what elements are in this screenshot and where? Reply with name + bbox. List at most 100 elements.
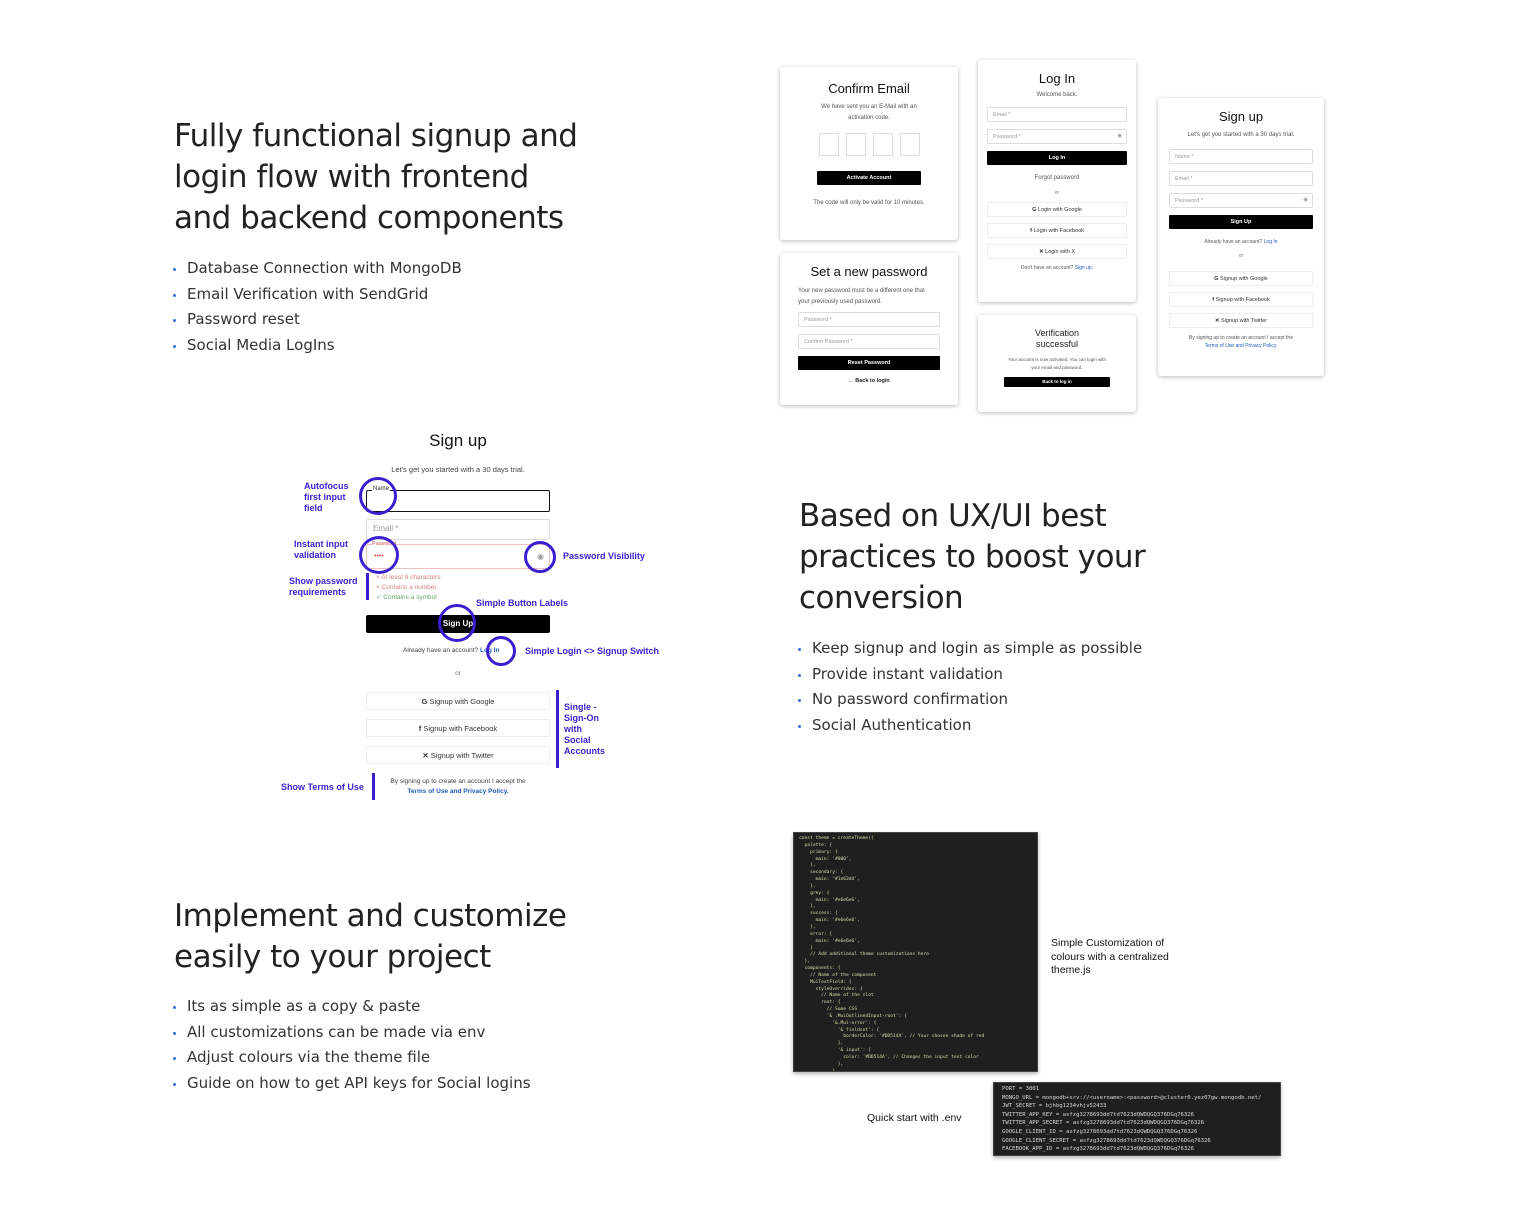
x-icon: ✕ (422, 751, 431, 760)
signup-button[interactable]: Sign Up (1169, 215, 1313, 229)
requirement-item: × At least 8 characters (376, 574, 441, 581)
signup-switch: Don't have an account? Sign up. (1020, 265, 1094, 271)
annotation-password-requirements: Show password requirements (289, 576, 358, 597)
terms-link[interactable]: Terms of Use and Privacy Policy. (407, 788, 509, 795)
login-x-button[interactable]: ✕ Login with X (987, 244, 1127, 259)
list-item: All customizations can be made via env (173, 1020, 531, 1046)
google-icon: G (421, 697, 430, 706)
login-facebook-button[interactable]: f Login with Facebook (987, 223, 1127, 238)
signup-facebook-button[interactable]: f Signup with Facebook (1169, 292, 1313, 307)
list-item: Keep signup and login as simple as possi… (798, 636, 1142, 662)
password-input[interactable]: Password *◉ (987, 129, 1127, 144)
signup-subtitle: Let's get you started with a 30 days tri… (391, 465, 525, 474)
eye-icon[interactable]: ◉ (1303, 197, 1308, 203)
card-text: Your account is now activated. You can l… (1008, 357, 1106, 370)
card-subtitle: Let's get you started with a 30 days tri… (1187, 132, 1295, 138)
list-item: Password reset (173, 307, 462, 333)
terms-link[interactable]: Terms of Use and Privacy Policy. (1204, 343, 1278, 349)
code-inputs (780, 133, 958, 156)
list-item: Provide instant validation (798, 662, 1142, 688)
back-to-login-link[interactable]: ← Back to login (848, 378, 890, 384)
login-link[interactable]: Log In (1263, 239, 1278, 245)
facebook-icon: f (1212, 297, 1216, 303)
annotation-button-labels: Simple Button Labels (476, 598, 569, 608)
arrow-left-icon: ← (848, 378, 856, 384)
divider-or: or (1238, 253, 1244, 259)
name-input[interactable]: Name * (1169, 149, 1313, 164)
annotation-sso: Single - Sign-On with Social Accounts (564, 702, 606, 756)
login-button[interactable]: Log In (987, 151, 1127, 165)
eye-icon[interactable]: ◉ (1117, 133, 1122, 139)
login-google-button[interactable]: G Login with Google (987, 202, 1127, 217)
list-item: Guide on how to get API keys for Social … (173, 1071, 531, 1097)
card-title: Confirm Email (828, 81, 910, 96)
google-icon: G (1032, 207, 1038, 213)
password-input[interactable]: Password *◉ (1169, 193, 1313, 208)
terms-text: By signing up to create an account I acc… (1158, 334, 1324, 350)
card-text: Your new password must be a different on… (798, 288, 925, 305)
code-digit-input[interactable] (872, 133, 893, 156)
signup-title: Sign up (429, 431, 487, 450)
back-to-login-button[interactable]: Back to log in (1004, 377, 1110, 387)
code-validity-note: The code will only be valid for 10 minut… (813, 200, 925, 206)
password-input[interactable]: Password * (798, 312, 940, 327)
list-item: Email Verification with SendGrid (173, 282, 462, 308)
signup-google-button[interactable]: G Signup with Google (366, 692, 550, 710)
facebook-icon: f (418, 724, 424, 733)
code-text: PORT = 3001 MONGO_URL = mongodb+srv://<u… (1002, 1086, 1262, 1153)
highlight-bar (556, 690, 559, 768)
password-requirements: × At least 8 characters × Contains a num… (376, 573, 441, 603)
annotation-login-switch: Simple Login <> Signup Switch (525, 646, 660, 656)
highlight-circle (438, 604, 476, 642)
forgot-password-link[interactable]: Forgot password (1034, 175, 1080, 181)
env-caption: Quick start with .env (867, 1112, 962, 1124)
activate-account-button[interactable]: Activate Account (817, 171, 921, 185)
list-item: Database Connection with MongoDB (173, 256, 462, 282)
card-title: Set a new password (810, 264, 928, 279)
list-item: Adjust colours via the theme file (173, 1045, 531, 1071)
signup-twitter-button[interactable]: ✕ Signup with Twitter (366, 746, 550, 764)
reset-password-card: Set a new password Your new password mus… (780, 253, 958, 405)
facebook-icon: f (1030, 228, 1034, 234)
signup-link[interactable]: Sign up. (1074, 265, 1094, 271)
divider-or: or (1054, 190, 1060, 196)
annotation-password-visibility: Password Visibility (563, 551, 645, 561)
signup-facebook-button[interactable]: f Signup with Facebook (366, 719, 550, 737)
highlight-circle (359, 477, 397, 515)
login-switch: Already have an account? Log In (403, 647, 500, 654)
env-code-block: PORT = 3001 MONGO_URL = mongodb+srv://<u… (993, 1082, 1281, 1156)
list-item: No password confirmation (798, 687, 1142, 713)
signup-google-button[interactable]: G Signup with Google (1169, 271, 1313, 286)
highlight-circle (486, 636, 516, 666)
reset-password-button[interactable]: Reset Password (798, 356, 940, 370)
x-icon: ✕ (1214, 318, 1222, 324)
card-title: Sign up (1218, 109, 1264, 124)
list-item: Social Authentication (798, 713, 1142, 739)
highlight-bar (372, 773, 375, 800)
google-icon: G (1214, 276, 1221, 282)
code-digit-input[interactable] (845, 133, 866, 156)
list-item: Its as simple as a copy & paste (173, 994, 531, 1020)
terms-text: By signing up to create an account I acc… (366, 777, 550, 797)
theme-caption: Simple Customization of colours with a c… (1051, 937, 1169, 976)
code-digit-input[interactable] (818, 133, 839, 156)
highlight-circle (524, 541, 556, 573)
confirm-password-input[interactable]: Confirm Password * (798, 334, 940, 349)
email-input[interactable]: Email * (366, 519, 550, 540)
highlight-circle (359, 536, 399, 574)
email-input[interactable]: Email * (1169, 171, 1313, 186)
email-input[interactable]: Email * (987, 107, 1127, 122)
login-switch: Already have an account? Log In (1204, 239, 1278, 245)
signup-twitter-button[interactable]: ✕ Signup with Twitter (1169, 313, 1313, 328)
annotation-terms: Show Terms of Use (281, 782, 364, 792)
annotation-instant-validation: Instant input validation (294, 539, 348, 560)
code-digit-input[interactable] (899, 133, 920, 156)
login-card: Log In Welcome back. Email * Password *◉… (978, 60, 1136, 302)
